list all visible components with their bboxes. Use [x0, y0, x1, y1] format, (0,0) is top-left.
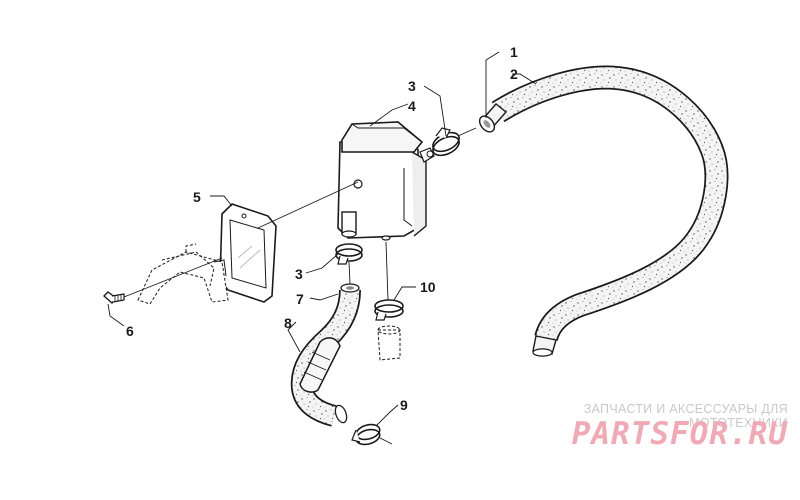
hose-end-lower: [532, 335, 557, 357]
callout-7: 7: [296, 291, 304, 307]
mounting-bolt: [102, 291, 125, 305]
reference-hose-dashed: [377, 325, 401, 361]
hose-sleeve: [299, 337, 341, 393]
callout-numbers: 1 2 3 4 5 3 10 7 8 6 9: [126, 44, 518, 413]
hose-clamp-right: [374, 299, 404, 321]
hose-clamp-bottom: [351, 423, 381, 446]
callout-6: 6: [126, 323, 134, 339]
callout-3-middle: 3: [295, 266, 303, 282]
callout-8: 8: [284, 315, 292, 331]
callout-9: 9: [400, 397, 408, 413]
mounting-plate: [219, 203, 277, 303]
callout-5: 5: [193, 189, 201, 205]
callout-3-top: 3: [408, 78, 416, 94]
breather-box: [337, 121, 435, 241]
callout-4: 4: [408, 98, 416, 114]
watermark-caption: ЗАПЧАСТИ И АКСЕССУАРЫ ДЛЯ МОТОТЕХНИКИ: [583, 402, 788, 430]
breather-hose-long: [491, 65, 729, 357]
leader-lines: [107, 51, 537, 445]
watermark-logo: PARTSFOR.RU: [571, 416, 788, 452]
hose-clamp-top: [432, 127, 460, 157]
hose-fitting: [478, 103, 508, 133]
hose-clamp-middle: [335, 243, 363, 265]
callout-10: 10: [420, 279, 436, 295]
callout-2: 2: [510, 66, 518, 82]
drain-hose-short: [290, 283, 361, 427]
callout-1: 1: [510, 44, 518, 60]
